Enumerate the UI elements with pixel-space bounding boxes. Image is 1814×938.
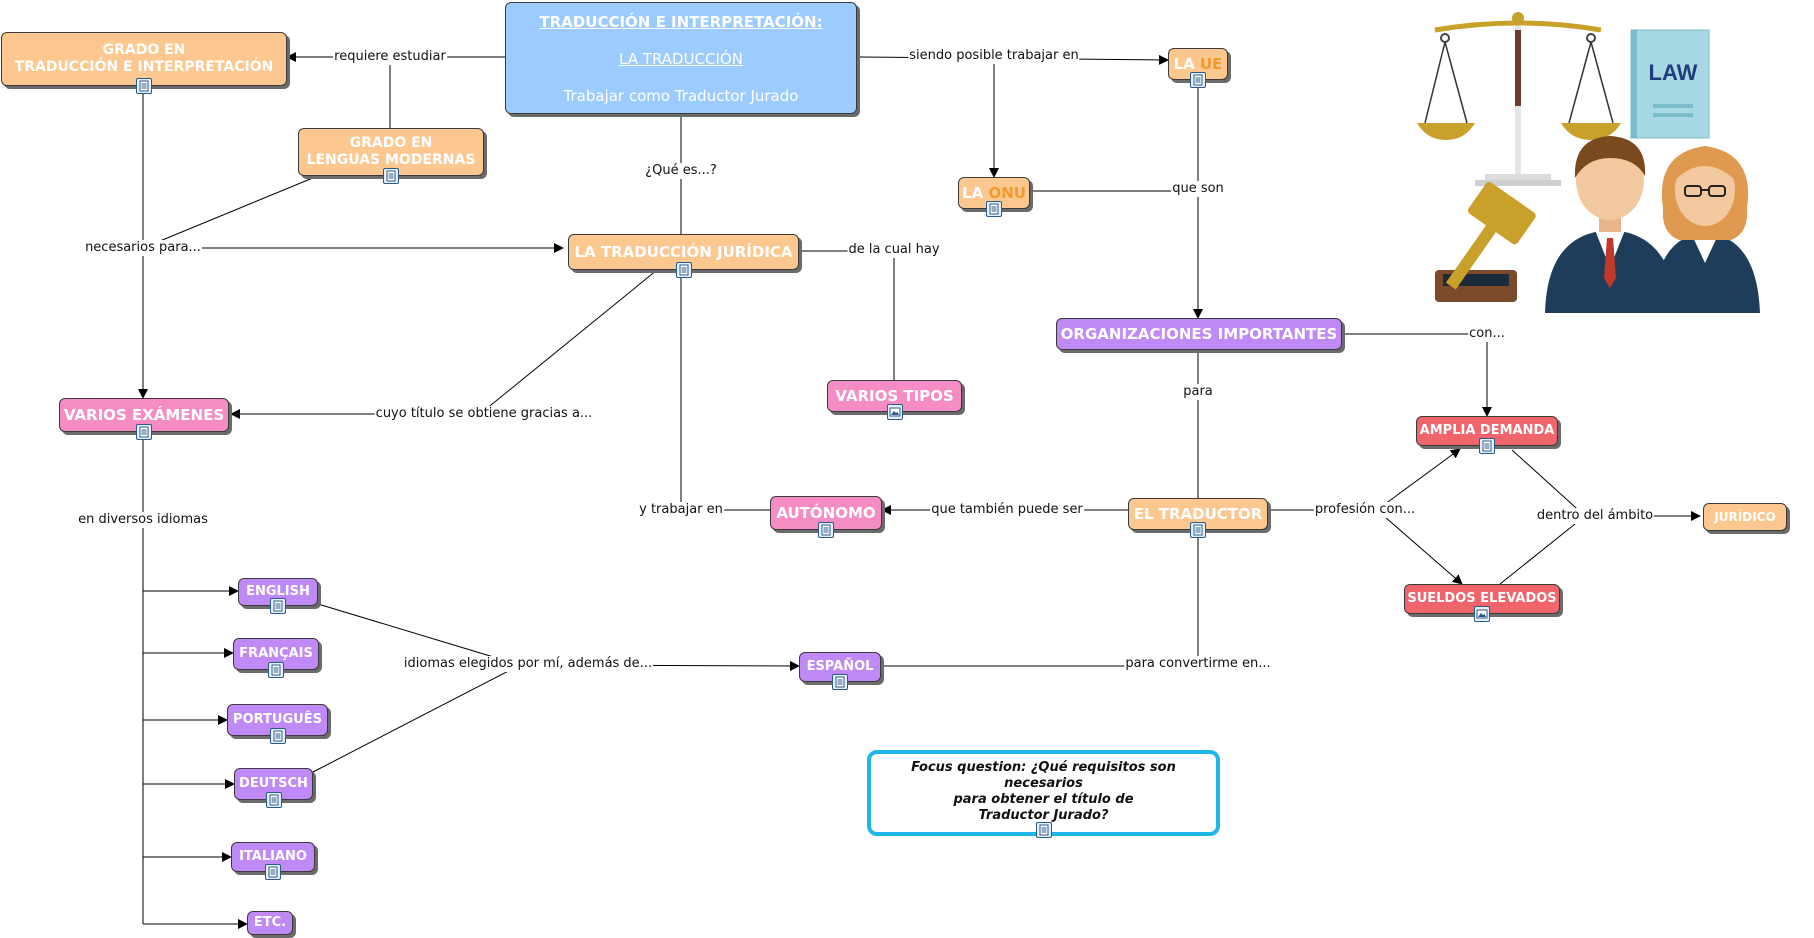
image-icon[interactable]: [1474, 606, 1490, 622]
title-line-link[interactable]: LA TRADUCCIÓN: [619, 50, 743, 68]
node-la-onu[interactable]: LA ONU: [958, 177, 1030, 217]
note-icon[interactable]: [986, 201, 1002, 217]
node-varios-examenes[interactable]: VARIOS EXÁMENES: [59, 398, 229, 440]
title-line-subtitle: Trabajar como Traductor Jurado: [563, 87, 799, 105]
node-label-accent: UE: [1199, 55, 1223, 73]
scales-of-justice-icon: [1417, 12, 1621, 186]
link-label-en-diversos-idiomas: en diversos idiomas: [77, 512, 209, 528]
link-label-que-son: que son: [1171, 181, 1225, 197]
male-lawyer-icon: [1545, 136, 1677, 313]
focus-question-box[interactable]: Focus question: ¿Qué requisitos son nece…: [867, 750, 1220, 838]
node-label-accent: ONU: [988, 184, 1026, 202]
node-label: ITALIANO: [239, 849, 307, 865]
node-label-line: LENGUAS MODERNAS: [306, 152, 476, 168]
node-lang-english[interactable]: ENGLISH: [238, 578, 318, 614]
link-label-para-convertirme: para convertirme en...: [1124, 656, 1272, 672]
node-label: AUTÓNOMO: [776, 504, 876, 522]
node-lang-italiano[interactable]: ITALIANO: [231, 842, 315, 880]
node-espanol[interactable]: ESPAÑOL: [799, 652, 881, 690]
book-label: LAW: [1649, 60, 1698, 85]
node-autonomo[interactable]: AUTÓNOMO: [770, 496, 882, 538]
link-label-que-tambien: que también puede ser: [930, 502, 1084, 518]
link-label-y-trabajar-en: y trabajar en: [638, 502, 724, 518]
image-icon[interactable]: [886, 404, 903, 420]
link-label-para: para: [1182, 384, 1214, 400]
node-el-traductor[interactable]: EL TRADUCTOR: [1128, 498, 1268, 538]
link-label-necesarios-para: necesarios para...: [84, 240, 202, 256]
focus-line: Traductor Jurado?: [978, 808, 1109, 823]
note-icon[interactable]: [136, 78, 152, 94]
note-icon[interactable]: [265, 792, 282, 808]
focus-line: Focus question: ¿Qué requisitos son nece…: [911, 760, 1176, 791]
note-icon[interactable]: [832, 674, 848, 690]
node-label: AMPLIA DEMANDA: [1419, 423, 1555, 439]
node-label: ETC.: [253, 915, 287, 931]
note-icon[interactable]: [675, 262, 692, 278]
link-label-siendo-posible: siendo posible trabajar en: [908, 48, 1080, 64]
node-lang-portugues[interactable]: PORTUGUÊS: [227, 704, 328, 744]
link-label-requiere-estudiar: requiere estudiar: [333, 49, 447, 65]
link-label-de-la-cual-hay: de la cual hay: [847, 242, 941, 258]
note-icon[interactable]: [269, 728, 286, 744]
note-icon[interactable]: [136, 424, 152, 440]
node-label: LA ONU: [962, 184, 1026, 202]
node-la-ue[interactable]: LA UE: [1168, 48, 1228, 88]
note-icon[interactable]: [268, 662, 284, 678]
node-label: DEUTSCH: [239, 776, 308, 792]
law-book-icon: LAW: [1630, 29, 1710, 139]
title-line-main: TRADUCCIÓN E INTERPRETACIÓN:: [539, 13, 823, 31]
node-lang-francais[interactable]: FRANÇAIS: [233, 638, 319, 678]
node-label: SUELDOS ELEVADOS: [1407, 591, 1557, 607]
node-label: ORGANIZACIONES IMPORTANTES: [1060, 325, 1338, 343]
node-label: LA TRADUCCIÓN JURÍDICA: [574, 243, 793, 261]
node-label-prefix: LA: [1173, 55, 1200, 73]
note-icon[interactable]: [1190, 522, 1206, 538]
node-organizaciones-importantes[interactable]: ORGANIZACIONES IMPORTANTES: [1056, 318, 1342, 350]
link-label-cuyo-titulo: cuyo título se obtiene gracias a...: [374, 406, 594, 422]
focus-line: para obtener el título de: [953, 792, 1134, 807]
female-lawyer-icon: [1653, 146, 1760, 313]
gavel-icon: [1435, 181, 1536, 302]
note-icon[interactable]: [818, 522, 834, 538]
node-label-line: GRADO EN: [102, 42, 186, 59]
node-sueldos-elevados[interactable]: SUELDOS ELEVADOS: [1404, 584, 1560, 622]
node-label: VARIOS EXÁMENES: [63, 406, 225, 424]
node-grado-traduccion-interpretacion[interactable]: GRADO EN TRADUCCIÓN E INTERPRETACIÓN: [1, 32, 287, 94]
node-lang-deutsch[interactable]: DEUTSCH: [234, 768, 313, 808]
node-label: JURÍDICO: [1714, 509, 1776, 524]
node-label: FRANÇAIS: [239, 646, 313, 662]
node-la-traduccion-juridica[interactable]: LA TRADUCCIÓN JURÍDICA: [568, 234, 799, 278]
note-icon[interactable]: [383, 168, 399, 184]
node-label: EL TRADUCTOR: [1133, 505, 1263, 523]
note-icon[interactable]: [1035, 822, 1052, 838]
node-varios-tipos[interactable]: VARIOS TIPOS: [827, 380, 962, 420]
law-illustration: LAW: [1417, 12, 1760, 313]
link-label-con: con...: [1468, 326, 1506, 342]
node-label: ENGLISH: [246, 584, 310, 600]
node-amplia-demanda[interactable]: AMPLIA DEMANDA: [1416, 416, 1558, 454]
node-label-prefix: LA: [962, 184, 989, 202]
link-label-que-es: ¿Qué es...?: [644, 163, 718, 179]
node-lang-etc[interactable]: ETC.: [247, 911, 293, 935]
link-label-dentro-del-ambito: dentro del ámbito: [1535, 508, 1655, 524]
note-icon[interactable]: [265, 864, 281, 880]
link-label-idiomas-elegidos: idiomas elegidos por mí, además de...: [402, 656, 654, 672]
node-label: VARIOS TIPOS: [835, 387, 954, 405]
node-label: ESPAÑOL: [806, 659, 874, 675]
note-icon[interactable]: [1190, 72, 1206, 88]
node-label-line: GRADO EN: [349, 135, 433, 152]
node-juridico[interactable]: JURÍDICO: [1703, 503, 1787, 531]
title-node[interactable]: TRADUCCIÓN E INTERPRETACIÓN: LA TRADUCCI…: [505, 2, 857, 114]
node-label: PORTUGUÊS: [233, 712, 322, 728]
node-label: LA UE: [1174, 55, 1223, 73]
note-icon[interactable]: [1479, 438, 1495, 454]
link-label-profesion-con: profesión con...: [1313, 502, 1417, 518]
note-icon[interactable]: [270, 598, 286, 614]
node-grado-lenguas-modernas[interactable]: GRADO EN LENGUAS MODERNAS: [298, 128, 484, 184]
node-label-line: TRADUCCIÓN E INTERPRETACIÓN: [14, 59, 274, 75]
